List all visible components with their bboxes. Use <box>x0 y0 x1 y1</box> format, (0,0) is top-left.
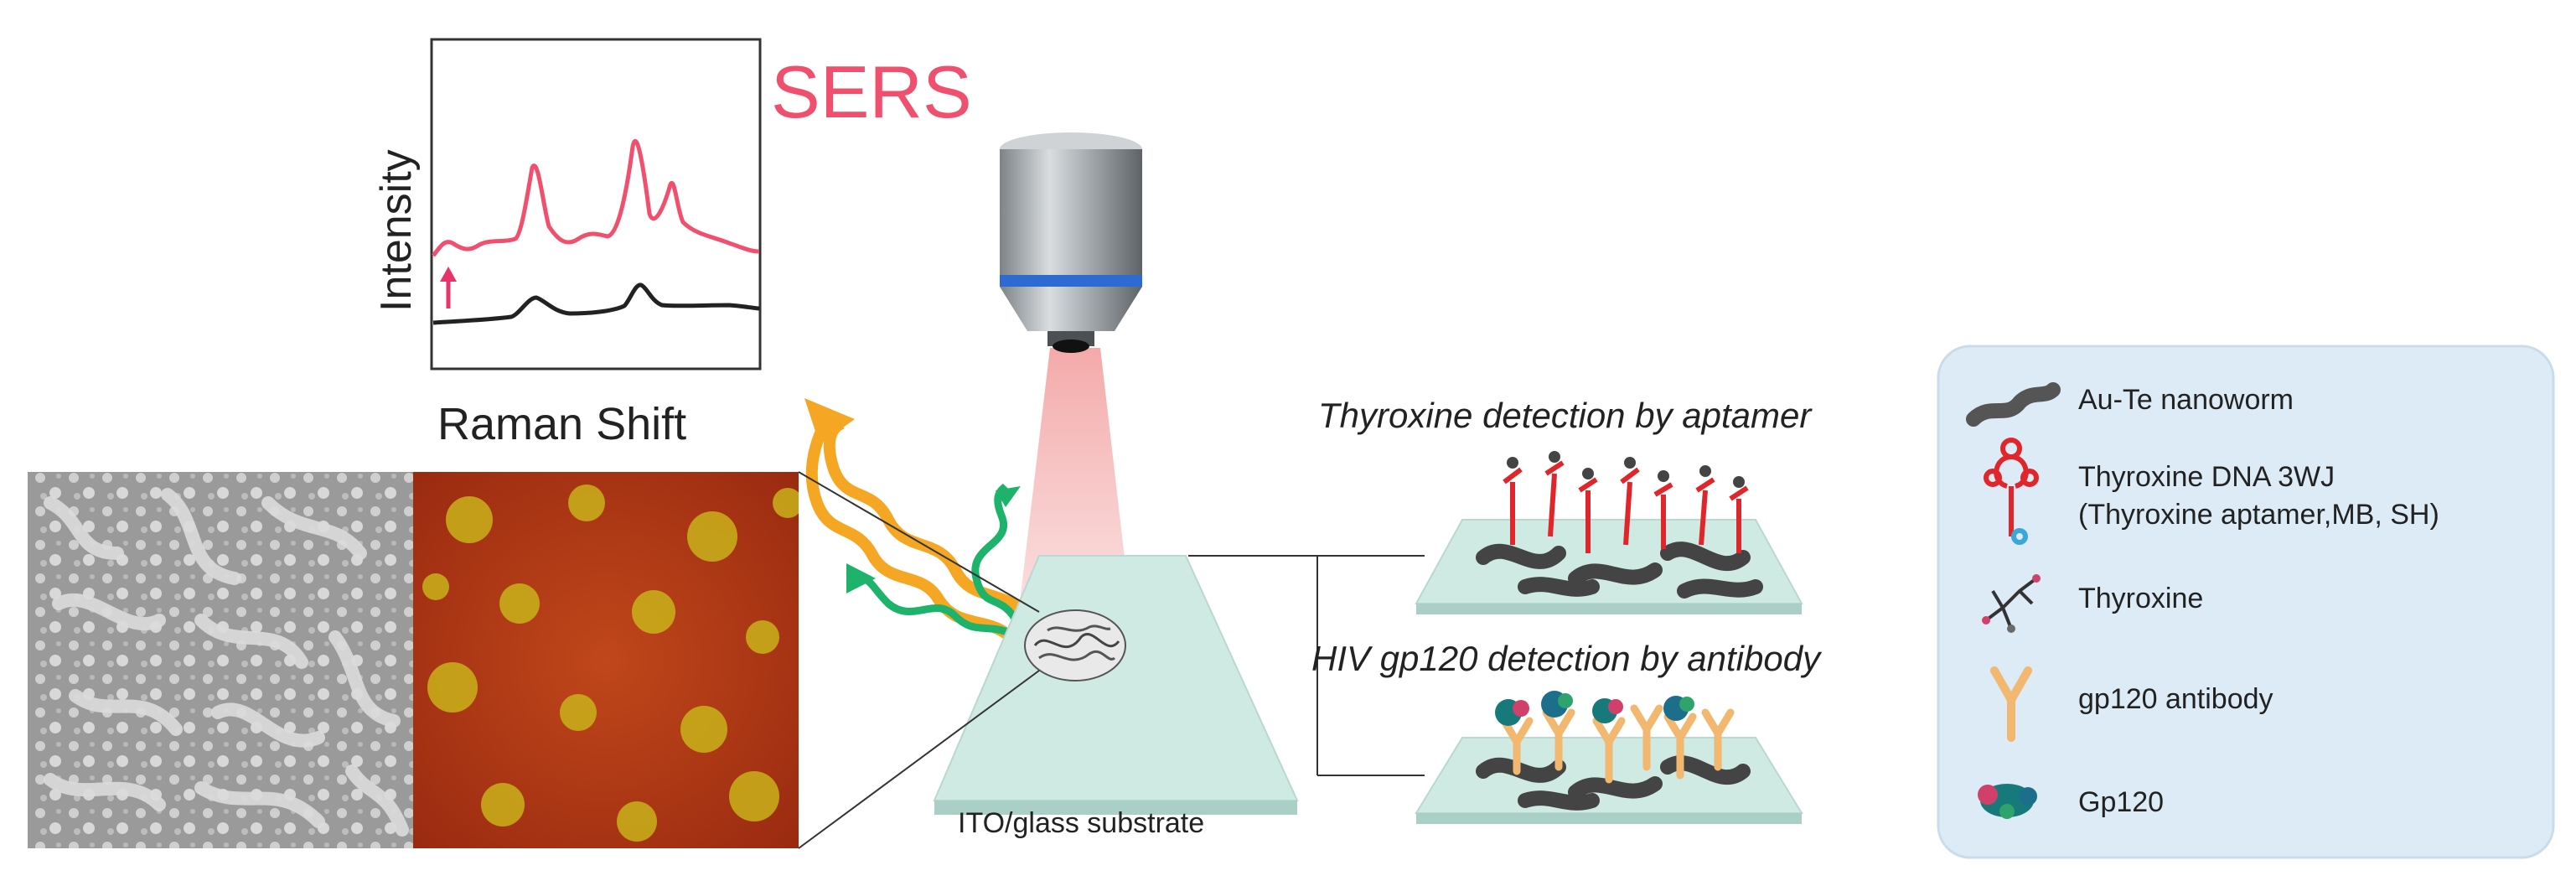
legend-sublabel-dna-3wj: (Thyroxine aptamer,MB, SH) <box>2078 499 2439 531</box>
x-axis-label: Raman Shift <box>437 399 686 449</box>
sem-image <box>28 472 413 848</box>
ito-glass-substrate: ITO/glass substrate <box>933 555 1299 839</box>
afm-image <box>413 472 799 848</box>
green-arrowhead-1 <box>996 486 1021 507</box>
hiv-sensor-slide <box>1415 691 1803 824</box>
gp120-protein-icon <box>1978 784 2037 819</box>
legend-label-thyroxine: Thyroxine <box>2078 583 2203 614</box>
dna-3wj-icon <box>1984 438 2039 545</box>
y-axis-label: Intensity <box>372 149 421 312</box>
orange-arrowhead <box>804 398 855 444</box>
legend-label-nanoworm: Au-Te nanoworm <box>2078 384 2294 416</box>
enhancement-arrow-head <box>440 267 457 282</box>
legend-item-gp120: Gp120 <box>1978 784 2164 819</box>
nanoworm-icon <box>1966 382 2061 427</box>
branch-connector <box>1188 555 1425 776</box>
legend-item-antibody: gp120 antibody <box>1990 666 2273 742</box>
reference-spectrum-line <box>432 282 760 325</box>
green-arrowhead-2 <box>846 563 876 593</box>
scattered-light-arrows <box>804 398 1036 650</box>
thyroxine-detection-title: Thyroxine detection by aptamer <box>1318 396 1813 435</box>
antibody-icon <box>1990 666 2032 742</box>
raman-spectrum-plot: Intensity Raman Shift SERS <box>372 38 972 449</box>
scatter-green-wave-2 <box>858 574 1021 640</box>
zoom-line-bottom <box>798 670 1040 849</box>
legend-item-dna-3wj: Thyroxine DNA 3WJ (Thyroxine aptamer,MB,… <box>1984 438 2439 545</box>
sers-label: SERS <box>771 50 972 133</box>
zoom-line-top <box>798 471 1040 613</box>
scatter-green-wave-1 <box>971 483 1022 627</box>
hiv-detection-title: HIV gp120 detection by antibody <box>1311 639 1823 678</box>
legend-label-antibody: gp120 antibody <box>2078 683 2273 715</box>
legend-item-nanoworm: Au-Te nanoworm <box>1966 382 2294 427</box>
substrate-label: ITO/glass substrate <box>958 807 1204 839</box>
legend-label-gp120: Gp120 <box>2078 786 2164 818</box>
scatter-orange-wave-2 <box>805 412 1023 650</box>
sers-spectrum-line <box>432 138 760 257</box>
thyroxine-molecule-icon <box>1982 574 2041 633</box>
legend-panel: Au-Te nanoworm Thyroxine DNA 3WJ (Thyrox… <box>1937 345 2555 859</box>
microscope-objective-icon <box>1000 132 1142 353</box>
legend-label-dna-3wj: Thyroxine DNA 3WJ <box>2078 461 2335 493</box>
legend-item-thyroxine: Thyroxine <box>1982 574 2203 633</box>
thyroxine-sensor-slide <box>1415 451 1803 614</box>
